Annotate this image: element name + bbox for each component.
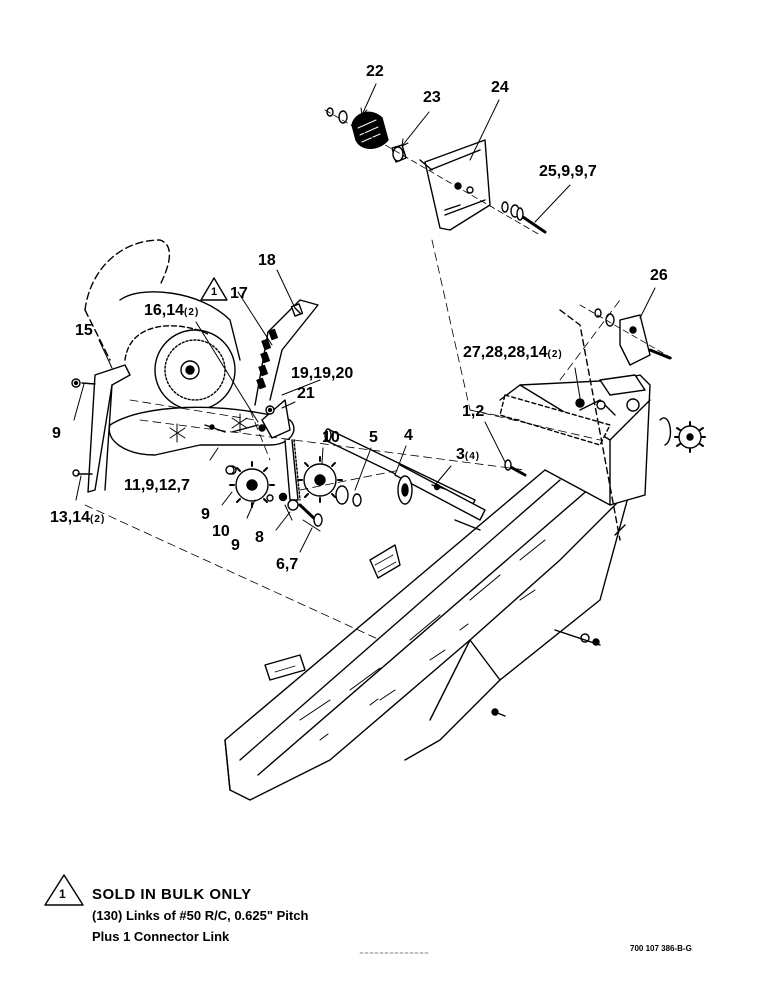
- bolt-1-2: [504, 459, 527, 477]
- callout-3-qty: (4): [464, 451, 481, 462]
- callout-13-14-qty: (2): [90, 514, 106, 525]
- callout-24-text: 24: [491, 79, 509, 96]
- callout-25: 25,9,9,7: [539, 164, 597, 180]
- callout-9-mid-text: 9: [201, 506, 210, 523]
- note-triangle-17: [200, 277, 228, 301]
- callout-22: 22: [366, 64, 384, 80]
- drawing-number: 700 107 386-B-G: [630, 944, 692, 953]
- callout-27-qty: (2): [547, 349, 563, 360]
- tension-assembly: [324, 107, 547, 236]
- callout-17: 17: [230, 286, 248, 302]
- callout-3-text: 3: [456, 446, 465, 463]
- bracket-26: [579, 304, 676, 366]
- callout-26-text: 26: [650, 267, 668, 284]
- note-triangle-legend: [44, 874, 84, 906]
- callout-3: 3(4): [456, 447, 480, 465]
- callout-5: 5: [369, 430, 378, 446]
- callout-6-7-text: 6,7: [276, 556, 299, 573]
- callout-27: 27,28,28,14(2): [463, 345, 563, 363]
- callout-9-lower: 9: [231, 538, 240, 554]
- callout-18-text: 18: [258, 252, 276, 269]
- hardware-stack: [225, 465, 323, 527]
- right-housing: [499, 309, 651, 541]
- note-triangle-17-number: 1: [211, 286, 218, 298]
- callout-10-lower: 10: [212, 524, 230, 540]
- callout-27-text: 27,28,28,14: [463, 344, 548, 361]
- callout-15-text: 15: [75, 322, 93, 339]
- drive-chain: [254, 299, 319, 406]
- callout-11-text: 11,9,12,7: [124, 477, 190, 494]
- note-title: SOLD IN BULK ONLY: [92, 886, 252, 903]
- callout-18: 18: [258, 253, 276, 269]
- shaft-4: [324, 428, 486, 531]
- callout-21-text: 21: [297, 385, 315, 402]
- assembly-lines: [84, 239, 621, 641]
- idler-arm: [231, 399, 301, 501]
- callout-22-text: 22: [366, 63, 384, 80]
- callout-13-14-text: 13,14: [50, 509, 91, 526]
- callout-6-7: 6,7: [276, 557, 298, 573]
- callout-11: 11,9,12,7: [124, 478, 190, 494]
- note-marker-number: 1: [59, 887, 66, 901]
- note-line-1: (130) Links of #50 R/C, 0.625" Pitch: [92, 908, 309, 923]
- large-sprocket: [84, 239, 241, 411]
- callout-25-text: 25,9,9,7: [539, 163, 597, 180]
- callout-17-text: 17: [230, 285, 248, 302]
- callout-5-text: 5: [369, 429, 378, 446]
- callout-1-2-text: 1,2: [462, 403, 485, 420]
- callout-26: 26: [650, 268, 668, 284]
- callout-9-left-text: 9: [52, 425, 61, 442]
- right-end-sprocket: [659, 417, 706, 453]
- callout-23-text: 23: [423, 89, 441, 106]
- callout-16-qty: (2): [184, 307, 200, 318]
- leader-lines: [73, 83, 656, 553]
- note-line-2: Plus 1 Connector Link: [92, 929, 230, 944]
- callout-9-lower-text: 9: [231, 537, 240, 554]
- callout-9-left: 9: [52, 426, 61, 442]
- callout-23: 23: [423, 90, 441, 106]
- callout-10-lower-text: 10: [212, 523, 230, 540]
- callout-16: 16,14(2): [144, 303, 199, 321]
- bracket-15: [71, 364, 131, 493]
- callout-9-mid: 9: [201, 507, 210, 523]
- callout-19: 19,19,20: [291, 366, 353, 382]
- callout-13-14: 13,14(2): [50, 510, 105, 528]
- callout-1-2: 1,2: [462, 404, 484, 420]
- callout-10-upper-text: 10: [322, 429, 340, 446]
- callout-4-text: 4: [404, 427, 413, 444]
- callout-8-text: 8: [255, 529, 264, 546]
- callout-21: 21: [297, 386, 315, 402]
- callout-10-upper: 10: [322, 430, 340, 446]
- sprocket-10-left: [227, 461, 275, 508]
- callout-15: 15: [75, 323, 93, 339]
- callout-19-text: 19,19,20: [291, 365, 354, 382]
- callout-24: 24: [491, 80, 509, 96]
- sprocket-10-right: [297, 456, 343, 503]
- callout-4: 4: [404, 428, 413, 444]
- nut-27-28: [575, 398, 585, 408]
- callout-8: 8: [255, 530, 264, 546]
- mounting-plate: [108, 406, 295, 456]
- callout-16-text: 16,14: [144, 302, 185, 319]
